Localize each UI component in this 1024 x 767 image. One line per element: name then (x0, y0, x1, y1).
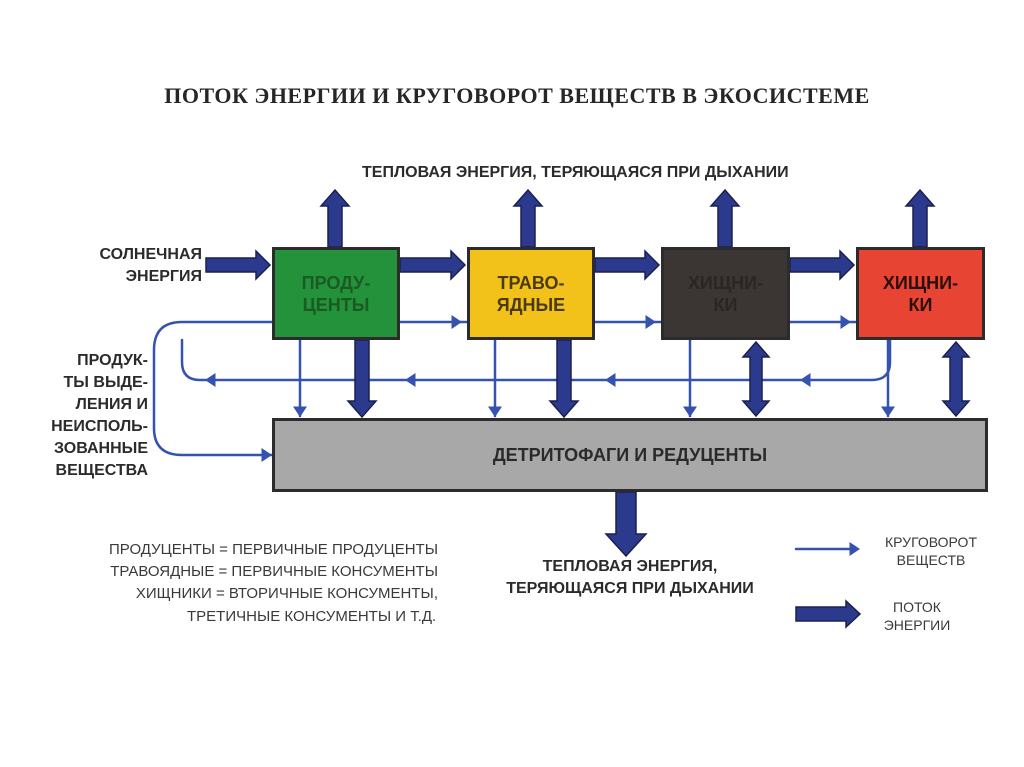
detritivores-decomposers-box: ДЕТРИТОФАГИ И РЕДУЦЕНТЫ (272, 418, 988, 492)
solar-energy-label: СОЛНЕЧНАЯ ЭНЕРГИЯ (99, 246, 202, 285)
legend-matter-cycle-label: КРУГОВОРОТ ВЕЩЕСТВ (885, 534, 977, 568)
definition-carnivores: ХИЩНИКИ = ВТОРИЧНЫЕ КОНСУМЕНТЫ, (135, 585, 438, 602)
bottom-heat-label: ТЕПЛОВАЯ ЭНЕРГИЯ, ТЕРЯЮЩАЯСЯ ПРИ ДЫХАНИИ (506, 558, 754, 597)
matter-return-head-1 (205, 373, 216, 387)
matter-down-head-4 (881, 406, 895, 417)
matter-return-head-3 (605, 373, 616, 387)
legend-energy-flow-arrow (795, 599, 862, 629)
heat-loss-up-arrow-1 (319, 188, 351, 248)
solar-energy-arrow (205, 249, 272, 281)
legend-energy-flow-label: ПОТОК ЭНЕРГИИ (883, 599, 951, 633)
producers-box: ПРОДУ- ЦЕНТЫ (272, 247, 400, 340)
heat-loss-up-arrow-4 (904, 188, 936, 248)
heat-loss-down-arrow (604, 491, 648, 558)
energy-producers-to-herbivores-arrow (399, 249, 467, 281)
matter-return-loop-arrow (152, 320, 298, 457)
carnivores-box: ХИЩНИ- КИ (661, 247, 790, 340)
legend-matter-cycle-head (849, 542, 860, 556)
matter-head-1 (451, 315, 462, 329)
energy-producers-to-detritus-arrow (346, 339, 378, 419)
matter-return-head-4 (800, 373, 811, 387)
energy-top-carnivores-detritus-arrow (941, 340, 971, 418)
definition-herbivores: ТРАВОЯДНЫЕ = ПЕРВИЧНЫЕ КОНСУМЕНТЫ (110, 563, 438, 580)
excretion-products-label: ПРОДУК- ТЫ ВЫДЕ- ЛЕНИЯ И НЕИСПОЛЬ- ЗОВАН… (51, 352, 148, 479)
matter-down-head-3 (683, 406, 697, 417)
definition-tertiary: ТРЕТИЧНЫЕ КОНСУМЕНТЫ И Т.Д. (187, 608, 437, 625)
matter-head-3 (840, 315, 851, 329)
heat-loss-up-arrow-3 (709, 188, 741, 248)
herbivores-box: ТРАВО- ЯДНЫЕ (467, 247, 595, 340)
energy-carnivores-to-top-arrow (789, 249, 856, 281)
energy-herbivores-to-detritus-arrow (548, 339, 580, 419)
matter-return-loop-head (261, 448, 272, 462)
matter-down-head-2 (488, 406, 502, 417)
matter-return-line-arrow (180, 338, 892, 382)
energy-herbivores-to-carnivores-arrow (594, 249, 661, 281)
top-carnivores-box: ХИЩНИ- КИ (856, 247, 985, 340)
definition-producers: ПРОДУЦЕНТЫ = ПЕРВИЧНЫЕ ПРОДУЦЕНТЫ (108, 541, 438, 558)
energy-carnivores-detritus-arrow (741, 340, 771, 418)
top-heat-label: ТЕПЛОВАЯ ЭНЕРГИЯ, ТЕРЯЮЩАЯСЯ ПРИ ДЫХАНИИ (362, 164, 789, 181)
matter-head-2 (645, 315, 656, 329)
matter-return-head-2 (405, 373, 416, 387)
diagram-title: ПОТОК ЭНЕРГИИ И КРУГОВОРОТ ВЕЩЕСТВ В ЭКО… (164, 83, 870, 108)
heat-loss-up-arrow-2 (512, 188, 544, 248)
matter-down-head-1 (293, 406, 307, 417)
